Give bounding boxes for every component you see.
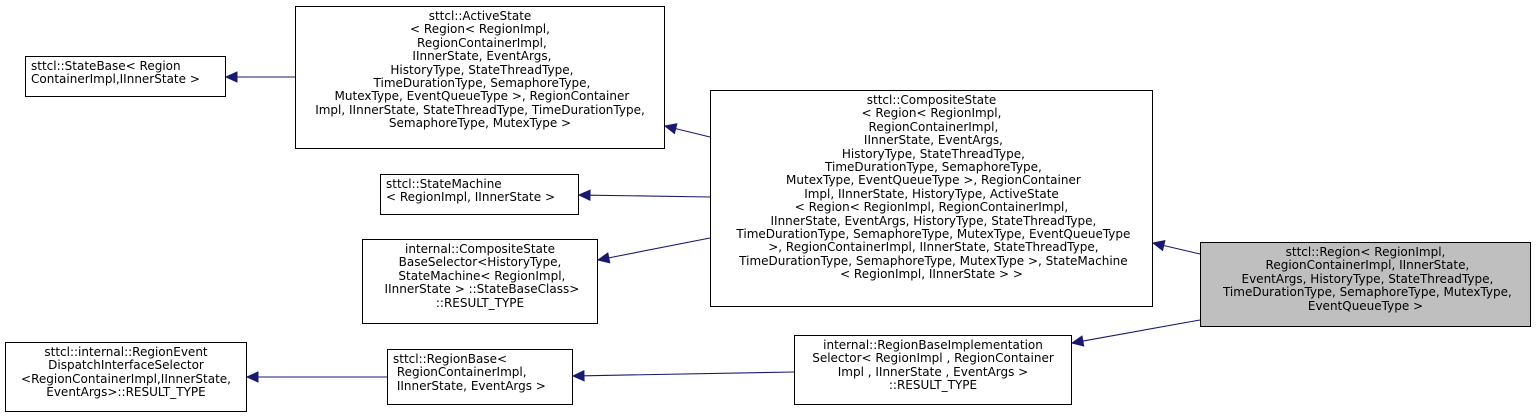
inheritance-arrowhead [663,123,678,135]
node-text-line: TimeDurationType, SemaphoreType, [821,160,1042,175]
node-text-line: <RegionContainerImpl,IInnerState, [21,371,231,386]
node-text-line: sttcl::StateBase< Region [31,59,181,73]
node-text-line: internal::RegionBaseImplementation [823,338,1043,352]
inheritance-arrowhead [224,71,238,83]
node-text-line: DispatchInterfaceSelector [48,358,204,373]
node-text-line: sttcl::Region< RegionImpl, [1285,245,1446,259]
node-text-line: RegionContainerImpl, [864,119,999,134]
node-text-line: IInnerState, EventArgs, [408,49,552,64]
node-text-line: HistoryType, StateThreadType, [386,62,574,77]
node-text-line: Impl, IInnerState, StateThreadType, Time… [315,102,645,117]
region-class-node[interactable]: sttcl::Region< RegionImpl, RegionContain… [1200,242,1531,327]
node-text-line: ContainerImpl,IInnerState > [31,72,200,87]
node-text-line: < Region< RegionImpl, [410,22,550,37]
inheritance-arrowhead [245,371,259,383]
node-text-line: internal::CompositeState [405,242,555,256]
node-text-line: Selector< RegionImpl , RegionContainer [812,351,1054,366]
node-text-line: Impl , IInnerState , EventArgs > [837,364,1029,379]
inheritance-edge [675,128,711,138]
node-text-line: EventQueueType > [1307,298,1424,313]
node-text-line: < RegionImpl, IInnerState > > [840,267,1023,282]
composite-state-class-node[interactable]: sttcl::CompositeState< Region< RegionImp… [710,90,1153,307]
inheritance-edge [1163,244,1201,255]
region-base-class-node[interactable]: sttcl::RegionBase< RegionContainerImpl, … [387,349,573,405]
node-text-line: Impl, IInnerState, HistoryType, ActiveSt… [804,186,1059,201]
node-text-line: BaseSelector<HistoryType, [398,255,562,270]
node-text-line: sttcl::StateMachine [386,177,502,191]
node-text-line: IInnerState, EventArgs, [860,133,1003,148]
inheritance-edge [1082,319,1201,342]
node-text-line: RegionContainerImpl, IInnerState, [1261,258,1470,273]
state-machine-class-node[interactable]: sttcl::StateMachine< RegionImpl, IInnerS… [380,174,579,215]
node-text-line: sttcl::ActiveState [428,9,532,23]
node-text-line: sttcl::CompositeState [866,93,997,107]
node-text-line: TimeDurationType, SemaphoreType, [369,76,591,91]
node-text-line: IInnerState, EventArgs, HistoryType, Sta… [766,213,1097,228]
node-text-line: RegionContainerImpl, [393,365,527,380]
node-text-line: sttcl::RegionBase< [393,352,508,366]
inheritance-arrowhead [571,370,585,382]
inheritance-arrowhead [1151,239,1166,252]
node-text-line: RegionContainerImpl, [413,35,547,50]
node-text-line: >, RegionContainerImpl, IInnerState, Sta… [764,240,1099,255]
node-text-line: ::RESULT_TYPE [888,378,978,393]
inheritance-edge [583,371,795,377]
node-text-line: SemaphoreType, MutexType > [388,116,572,131]
node-text-line: < Region< RegionImpl, RegionContainerImp… [794,200,1069,215]
node-text-line: TimeDurationType, SemaphoreType, MutexTy… [1219,285,1512,300]
inheritance-arrowhead [577,189,591,201]
node-text-line: < RegionImpl, IInnerState > [386,190,555,205]
active-state-class-node[interactable]: sttcl::ActiveState< Region< RegionImpl, … [295,6,665,149]
node-text-line: IInnerState > ::StateBaseClass> [380,282,580,297]
node-text-line: sttcl::internal::RegionEvent [44,345,208,359]
node-text-line: TimeDurationType, SemaphoreType, MutexTy… [732,227,1131,242]
node-text-line: EventArgs, HistoryType, StateThreadType, [1237,271,1494,286]
node-text-line: MutexType, EventQueueType >, RegionConta… [330,89,630,104]
inheritance-edge [608,237,711,259]
inheritance-edge [589,194,711,198]
node-text-line: ::RESULT_TYPE [435,295,525,310]
inheritance-arrowhead [596,252,611,264]
node-text-line: HistoryType, StateThreadType, [838,146,1025,161]
node-text-line: < Region< RegionImpl, [861,106,1002,121]
node-text-line: IInnerState, EventArgs > [393,378,546,393]
node-text-line: MutexType, EventQueueType >, RegionConta… [782,173,1081,188]
inheritance-arrowhead [1070,335,1085,347]
node-text-line: TimeDurationType, SemaphoreType, MutexTy… [735,253,1128,268]
node-text-line: StateMachine< RegionImpl, [394,268,566,283]
node-text-line: EventArgs>::RESULT_TYPE [46,385,206,400]
